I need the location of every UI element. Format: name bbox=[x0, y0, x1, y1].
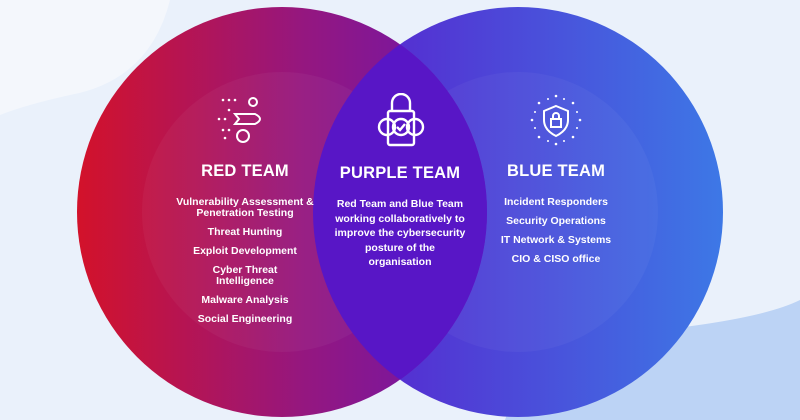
red-team-item: Social Engineering bbox=[197, 313, 293, 325]
background-blob bbox=[0, 0, 170, 115]
rocket-bug-icon bbox=[217, 97, 261, 143]
lock-cycle-icon bbox=[377, 93, 425, 147]
blue-team-column: BLUE TEAM Incident Responders Security O… bbox=[476, 162, 636, 273]
blue-team-item: IT Network & Systems bbox=[500, 234, 612, 246]
shield-lock-icon bbox=[530, 94, 582, 146]
blue-team-item: CIO & CISO office bbox=[511, 253, 601, 265]
red-team-column: RED TEAM Vulnerability Assessment & Pene… bbox=[165, 162, 325, 333]
purple-team-description: Red Team and Blue Team working collabora… bbox=[334, 198, 466, 268]
red-team-title: RED TEAM bbox=[201, 162, 289, 180]
red-team-item: Malware Analysis bbox=[201, 294, 289, 306]
red-team-item: Cyber Threat Intelligence bbox=[212, 264, 278, 287]
red-team-item: Vulnerability Assessment & Penetration T… bbox=[176, 196, 314, 219]
red-team-item: Exploit Development bbox=[193, 245, 297, 257]
purple-team-title: PURPLE TEAM bbox=[339, 164, 461, 182]
purple-team-overlap bbox=[313, 7, 487, 417]
red-team-item: Threat Hunting bbox=[207, 226, 283, 238]
blue-team-title: BLUE TEAM bbox=[506, 162, 606, 180]
purple-team-column: PURPLE TEAM Red Team and Blue Team worki… bbox=[320, 164, 480, 270]
blue-team-item: Security Operations bbox=[506, 215, 606, 227]
blue-team-item: Incident Responders bbox=[504, 196, 608, 208]
